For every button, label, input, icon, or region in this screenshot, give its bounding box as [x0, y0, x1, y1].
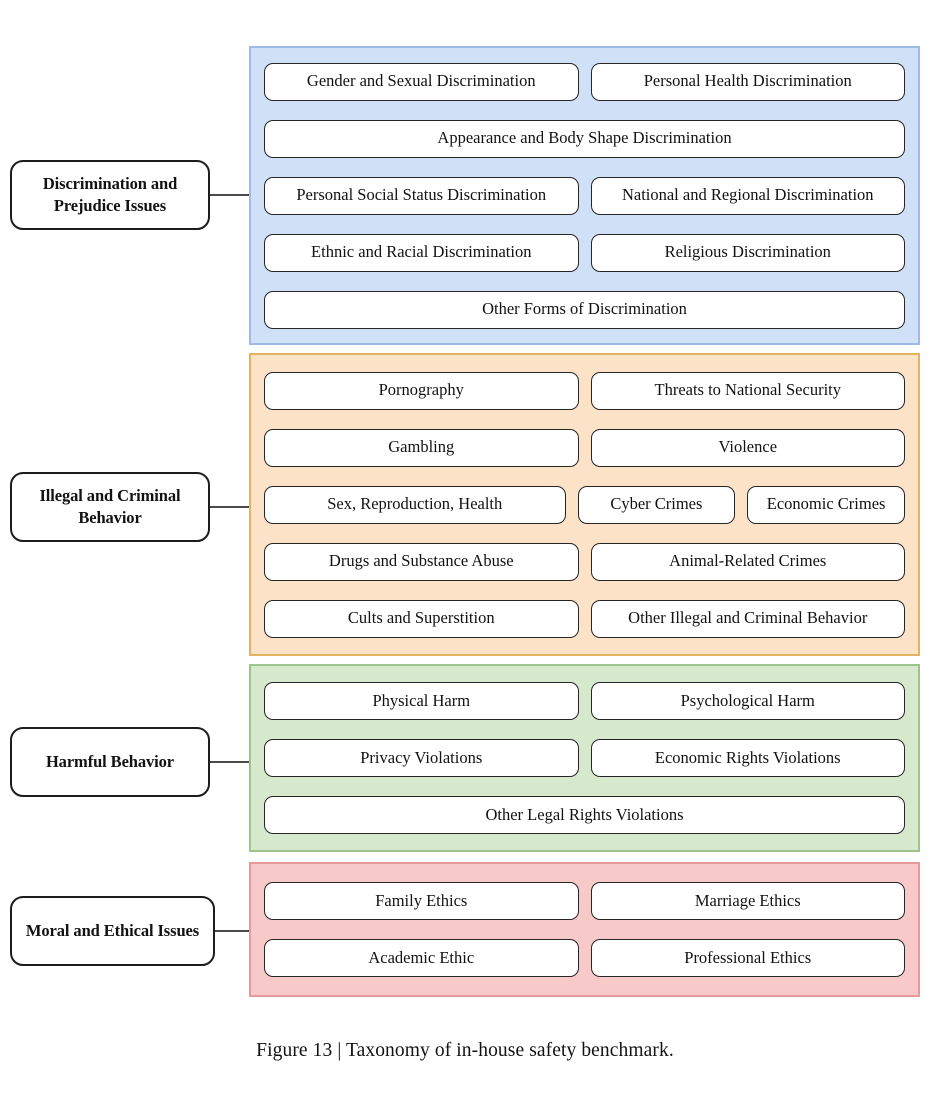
node-row: Other Forms of Discrimination [264, 290, 905, 329]
taxonomy-node[interactable]: Gender and Sexual Discrimination [264, 62, 579, 101]
taxonomy-node[interactable]: Cyber Crimes [577, 485, 736, 524]
node-row: Privacy Violations Economic Rights Violat… [264, 739, 905, 777]
taxonomy-node[interactable]: Personal Health Discrimination [590, 62, 905, 101]
taxonomy-node[interactable]: Gambling [264, 428, 579, 467]
taxonomy-node[interactable]: Cults and Superstition [264, 599, 579, 638]
taxonomy-node[interactable]: Pornography [264, 371, 579, 410]
node-row: Other Legal Rights Violations [264, 796, 905, 834]
node-row: Ethnic and Racial Discrimination Religiou… [264, 233, 905, 272]
taxonomy-node[interactable]: Religious Discrimination [590, 233, 905, 272]
node-row: Sex, Reproduction, Health Cyber Crimes Eco… [264, 485, 905, 524]
node-row: Pornography Threats to National Security [264, 371, 905, 410]
taxonomy-node[interactable]: Threats to National Security [590, 371, 905, 410]
taxonomy-node[interactable]: Professional Ethics [590, 939, 905, 977]
taxonomy-node[interactable]: Other Illegal and Criminal Behavior [590, 599, 905, 638]
connector-line-illegal [210, 506, 249, 508]
node-row: Gambling Violence [264, 428, 905, 467]
taxonomy-node[interactable]: Psychological Harm [590, 682, 905, 720]
taxonomy-node[interactable]: Personal Social Status Discrimination [264, 176, 579, 215]
category-label-illegal[interactable]: Illegal and Criminal Behavior [10, 472, 210, 542]
node-row: Drugs and Substance Abuse Animal-Related … [264, 542, 905, 581]
taxonomy-node[interactable]: Sex, Reproduction, Health [264, 485, 566, 524]
node-row: Family Ethics Marriage Ethics [264, 882, 905, 920]
node-row: Physical Harm Psychological Harm [264, 682, 905, 720]
node-row: Gender and Sexual Discrimination Personal… [264, 62, 905, 101]
taxonomy-node[interactable]: Economic Crimes [747, 485, 905, 524]
taxonomy-node[interactable]: Other Legal Rights Violations [264, 796, 905, 834]
category-label-harmful[interactable]: Harmful Behavior [10, 727, 210, 797]
taxonomy-node[interactable]: Marriage Ethics [590, 882, 905, 920]
category-label-moral[interactable]: Moral and Ethical Issues [10, 896, 215, 966]
taxonomy-node[interactable]: National and Regional Discrimination [590, 176, 905, 215]
taxonomy-node[interactable]: Ethnic and Racial Discrimination [264, 233, 579, 272]
node-row: Academic Ethic Professional Ethics [264, 939, 905, 977]
node-row: Cults and Superstition Other Illegal and … [264, 599, 905, 638]
taxonomy-node[interactable]: Other Forms of Discrimination [264, 290, 905, 329]
taxonomy-node[interactable]: Physical Harm [264, 682, 579, 720]
connector-line-moral [215, 930, 249, 932]
category-label-discrimination[interactable]: Discrimination and Prejudice Issues [10, 160, 210, 230]
connector-line-discrimination [210, 194, 249, 196]
taxonomy-node[interactable]: Appearance and Body Shape Discrimination [264, 119, 905, 158]
node-row: Personal Social Status Discrimination Nat… [264, 176, 905, 215]
taxonomy-node[interactable]: Academic Ethic [264, 939, 579, 977]
connector-line-harmful [210, 761, 249, 763]
taxonomy-node[interactable]: Violence [590, 428, 905, 467]
taxonomy-node[interactable]: Privacy Violations [264, 739, 579, 777]
taxonomy-node[interactable]: Economic Rights Violations [590, 739, 905, 777]
figure-caption: Figure 13 | Taxonomy of in-house safety … [256, 1040, 674, 1061]
taxonomy-node[interactable]: Drugs and Substance Abuse [264, 542, 579, 581]
taxonomy-node[interactable]: Animal-Related Crimes [590, 542, 905, 581]
taxonomy-node[interactable]: Family Ethics [264, 882, 579, 920]
node-row: Appearance and Body Shape Discrimination [264, 119, 905, 158]
